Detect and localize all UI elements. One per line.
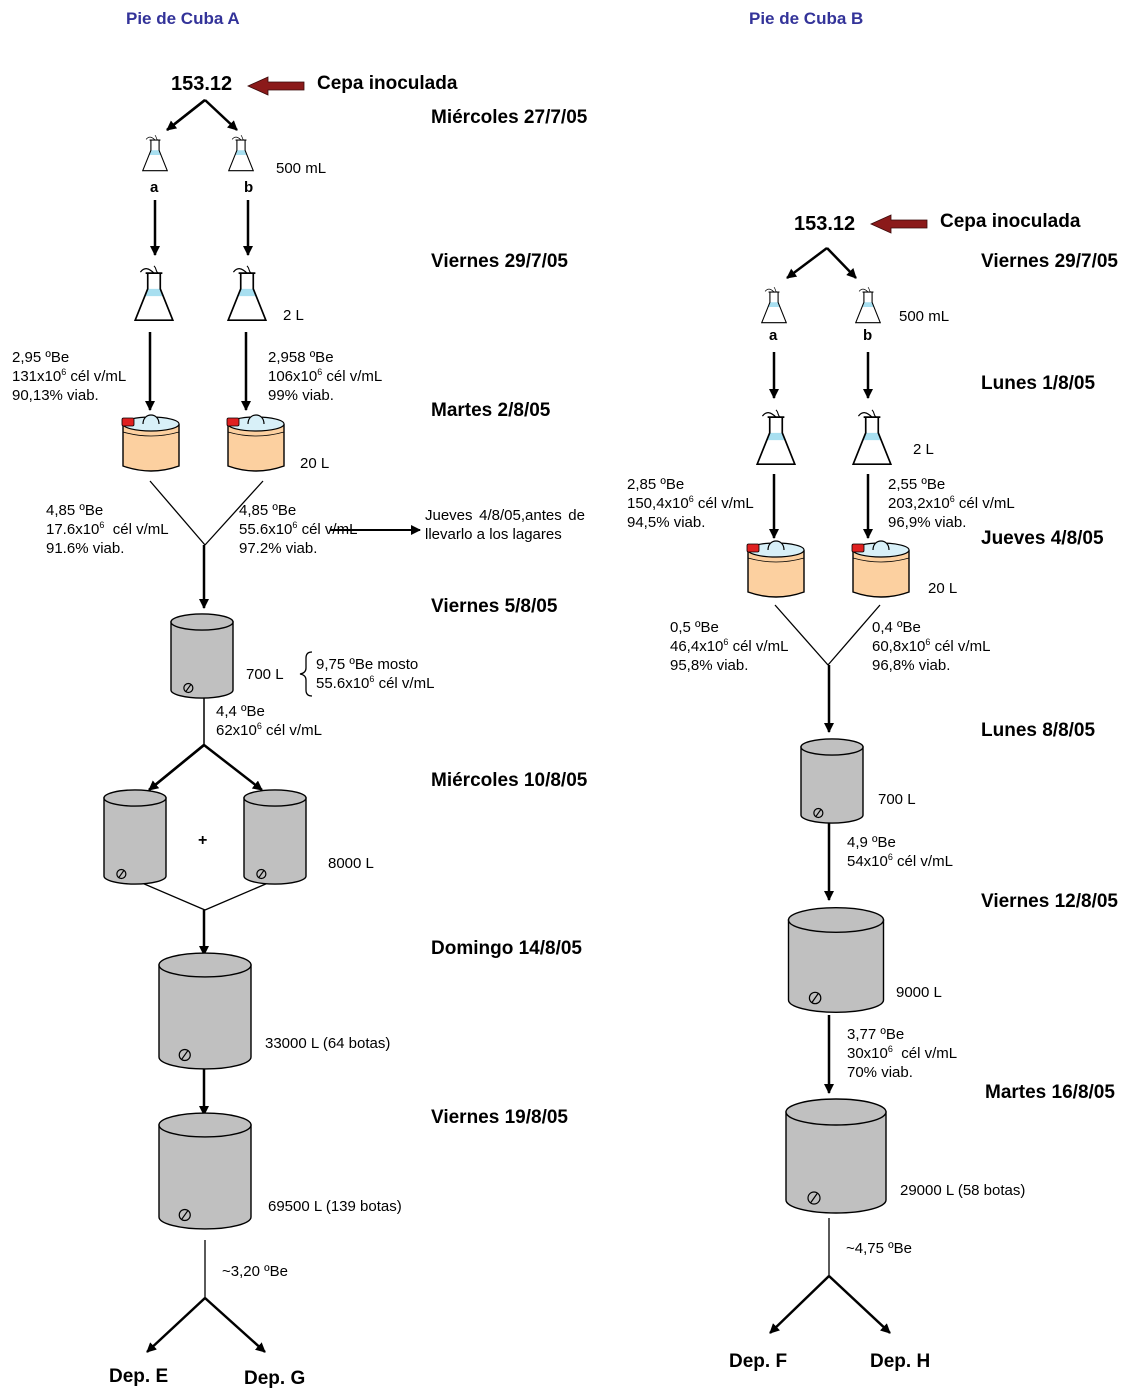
flask-icon	[762, 287, 787, 322]
flow-arrow	[204, 745, 262, 790]
destination-dep-f: Dep. F	[729, 1351, 787, 1373]
flask-icon	[228, 266, 266, 320]
flask-icon	[135, 266, 173, 320]
bucket-icon	[122, 415, 179, 471]
strain-a: 153.12	[171, 73, 232, 96]
flask-label-a: a	[150, 179, 158, 196]
side-note-a: Jueves 4/8/05,antes de llevarlo a los la…	[425, 506, 585, 544]
bucket-icon	[747, 541, 804, 597]
flow-arrow	[770, 1276, 829, 1333]
volume-a-20l: 20 L	[300, 455, 329, 472]
tank-icon	[159, 953, 251, 1069]
date-b-4: Lunes 8/8/05	[981, 720, 1095, 742]
volume-b-29000l: 29000 L (58 botas)	[900, 1182, 1025, 1199]
tank-icon	[171, 614, 233, 698]
flask-icon	[757, 410, 795, 464]
volume-b-9000l: 9000 L	[896, 984, 942, 1001]
volume-b-700l: 700 L	[878, 791, 916, 808]
tank-icon	[244, 790, 306, 884]
destination-dep-e: Dep. E	[109, 1366, 168, 1388]
flow-arrow	[167, 100, 205, 130]
date-a-1: Miércoles 27/7/05	[431, 107, 587, 129]
flask-icon	[856, 287, 881, 322]
tank-icon	[104, 790, 166, 884]
flask-label-b-b: b	[863, 327, 872, 344]
volume-a-700l: 700 L	[246, 666, 284, 683]
date-a-7: Viernes 19/8/05	[431, 1107, 568, 1129]
date-b-1: Viernes 29/7/05	[981, 251, 1118, 273]
brace	[300, 652, 312, 696]
volume-a-33000l: 33000 L (64 botas)	[265, 1035, 390, 1052]
flow-arrow	[787, 248, 827, 278]
column-a-title: Pie de Cuba A	[126, 9, 240, 29]
column-b-title: Pie de Cuba B	[749, 9, 863, 29]
volume-a-8000l: 8000 L	[328, 855, 374, 872]
inoculated-label-a: Cepa inoculada	[317, 73, 457, 95]
date-a-3: Martes 2/8/05	[431, 400, 550, 422]
flow-arrow	[827, 248, 856, 278]
inoculated-label-b: Cepa inoculada	[940, 211, 1080, 233]
volume-b-2l: 2 L	[913, 441, 934, 458]
date-a-5: Miércoles 10/8/05	[431, 770, 587, 792]
bucket-icon	[852, 541, 909, 597]
flask-icon	[143, 135, 168, 170]
destination-dep-g: Dep. G	[244, 1368, 305, 1390]
flow-arrow	[147, 1298, 205, 1352]
red-arrow-icon	[871, 215, 927, 233]
tank-icon	[786, 1099, 886, 1213]
destination-dep-h: Dep. H	[870, 1351, 930, 1373]
connector-line	[205, 880, 275, 910]
date-a-2: Viernes 29/7/05	[431, 251, 568, 273]
red-arrow-icon	[248, 77, 304, 95]
volume-a-500ml: 500 mL	[276, 160, 326, 177]
connector-line	[135, 880, 205, 910]
date-b-5: Viernes 12/8/05	[981, 891, 1118, 913]
flow-arrow	[205, 1298, 265, 1352]
strain-b: 153.12	[794, 213, 855, 236]
tank-icon	[789, 908, 884, 1013]
flask-label-b-a: a	[769, 327, 777, 344]
flask-icon	[853, 410, 891, 464]
plus-sign: +	[198, 832, 207, 850]
volume-b-500ml: 500 mL	[899, 308, 949, 325]
flow-arrow	[149, 745, 204, 790]
volume-a-2l: 2 L	[283, 307, 304, 324]
tank-icon	[801, 739, 863, 823]
flow-arrow	[205, 100, 237, 130]
date-b-2: Lunes 1/8/05	[981, 373, 1095, 395]
volume-b-20l: 20 L	[928, 580, 957, 597]
final-density-a: ~3,20 ºBe	[222, 1263, 288, 1280]
flask-label-b: b	[244, 179, 253, 196]
date-a-6: Domingo 14/8/05	[431, 938, 582, 960]
tank-icon	[159, 1113, 251, 1229]
date-a-4: Viernes 5/8/05	[431, 596, 557, 618]
final-density-b: ~4,75 ºBe	[846, 1240, 912, 1257]
volume-a-69500l: 69500 L (139 botas)	[268, 1198, 402, 1215]
flow-arrow	[829, 1276, 890, 1333]
flask-icon	[229, 135, 254, 170]
date-b-6: Martes 16/8/05	[985, 1082, 1115, 1104]
bucket-icon	[227, 415, 284, 471]
